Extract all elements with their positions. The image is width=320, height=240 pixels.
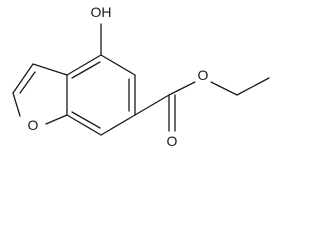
bond-ring-c6-c7 xyxy=(100,114,136,136)
bond-ring-c7-c7a xyxy=(66,114,102,136)
bond-ring-c4-c5 xyxy=(100,54,136,76)
bond-carbonyl-ester-o xyxy=(168,81,196,96)
bond-o1-c7a xyxy=(45,114,68,125)
bond-ester-o-ch2 xyxy=(210,81,238,96)
bond-c3a-c3 xyxy=(32,63,68,76)
carbonyl-oxygen-label: O xyxy=(167,133,178,149)
bond-ring-c3a-c4-double xyxy=(71,61,101,79)
hydroxyl-label: OH xyxy=(91,4,112,20)
bond-c6-carbonyl xyxy=(134,94,170,116)
bond-ring-c3a-c4 xyxy=(66,54,102,76)
bond-c3-c2 xyxy=(12,63,34,94)
chemical-structure-diagram: OH O O O xyxy=(12,4,270,149)
bond-c3-c2-double xyxy=(19,71,36,94)
bond-ch2-ch3 xyxy=(236,77,270,96)
bond-ring-c7-c7a-double xyxy=(71,111,101,129)
bond-c2-o1 xyxy=(12,92,21,117)
ester-oxygen-label: O xyxy=(198,67,209,83)
furan-oxygen-label: O xyxy=(28,117,39,133)
